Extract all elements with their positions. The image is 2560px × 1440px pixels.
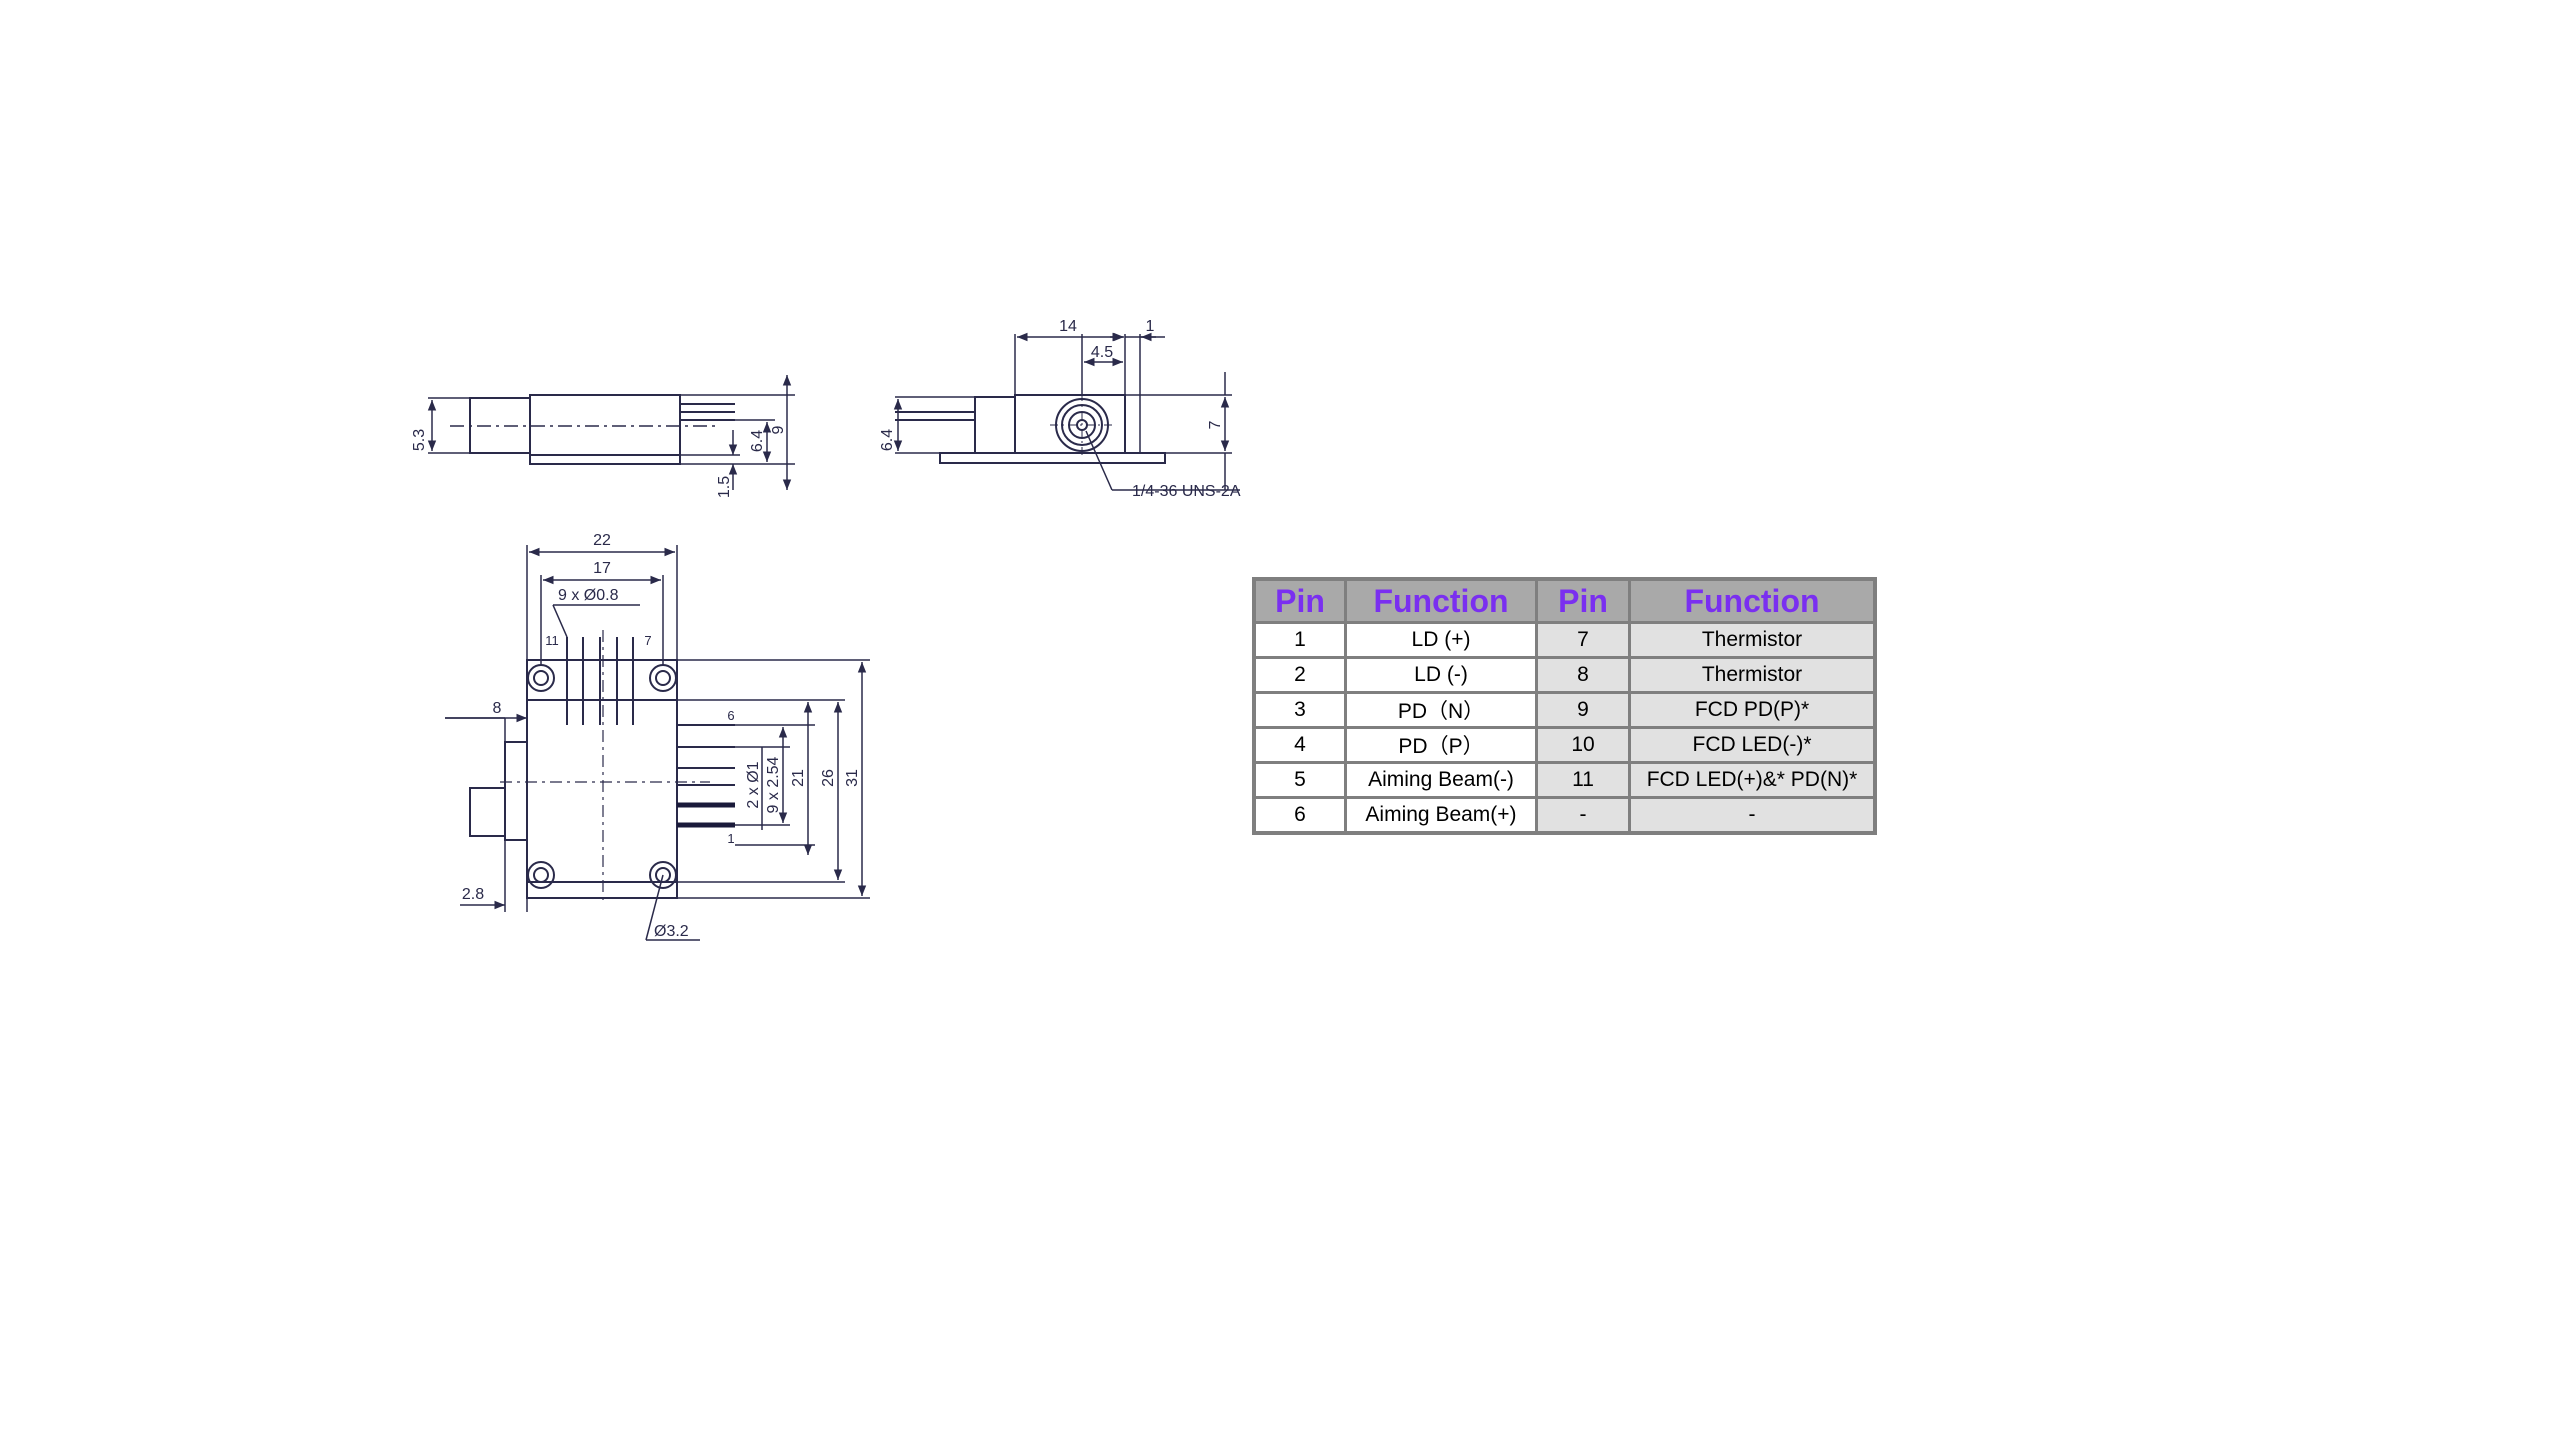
side-view <box>427 375 795 490</box>
top-pin-11: 11 <box>545 633 559 648</box>
side-dim-base: 1.5 <box>716 476 733 498</box>
pin-number: 2 <box>1252 656 1347 694</box>
pin-function: PD（P） <box>1344 726 1538 764</box>
top-pin-7: 7 <box>644 633 651 648</box>
top-dim-21: 21 <box>790 769 807 787</box>
pin-function: PD（N） <box>1344 691 1538 729</box>
pin-function: Aiming Beam(+) <box>1344 796 1538 835</box>
table-header-row: Pin Function Pin Function <box>1252 577 1877 624</box>
side-dim-height: 5.3 <box>411 429 428 451</box>
top-dim-22: 22 <box>593 532 611 549</box>
table-row: 4 PD（P） 10 FCD LED(-)* <box>1252 726 1877 764</box>
right-pin-1: 1 <box>727 831 734 846</box>
top-dim-hole: Ø3.2 <box>654 923 689 940</box>
pin-function: Aiming Beam(-) <box>1344 761 1538 799</box>
side-dim-total: 9 <box>770 425 787 434</box>
pin-number: 6 <box>1252 796 1347 835</box>
table-row: 1 LD (+) 7 Thermistor <box>1252 621 1877 659</box>
end-dim-total: 7 <box>1207 420 1224 429</box>
header-function-2: Function <box>1628 577 1877 624</box>
top-dim-8: 8 <box>493 700 502 717</box>
thread-callout: 1/4-36 UNS-2A <box>1132 483 1241 500</box>
top-dim-2-8: 2.8 <box>462 886 484 903</box>
pin-function: FCD LED(+)&* PD(N)* <box>1628 761 1877 799</box>
pin-function: FCD PD(P)* <box>1628 691 1877 729</box>
pin-function: Thermistor <box>1628 621 1877 659</box>
pin-number: 10 <box>1535 726 1631 764</box>
end-dim-flange: 1 <box>1146 318 1155 335</box>
header-function-1: Function <box>1344 577 1538 624</box>
side-dim-body: 6.4 <box>749 430 766 452</box>
top-dim-2xd1: 2 x Ø1 <box>745 761 762 808</box>
end-view <box>893 332 1240 491</box>
table-row: 5 Aiming Beam(-) 11 FCD LED(+)&* PD(N)* <box>1252 761 1877 799</box>
pin-number: 11 <box>1535 761 1631 799</box>
end-dim-width: 14 <box>1059 318 1077 335</box>
top-dim-17: 17 <box>593 560 611 577</box>
table-row: 6 Aiming Beam(+) - - <box>1252 796 1877 835</box>
top-dim-26: 26 <box>820 769 837 787</box>
pin-function-table: Pin Function Pin Function 1 LD (+) 7 The… <box>1252 577 1877 835</box>
header-pin-2: Pin <box>1535 577 1631 624</box>
pin-number: 5 <box>1252 761 1347 799</box>
right-pin-6: 6 <box>727 708 734 723</box>
pin-number: - <box>1535 796 1631 835</box>
pin-number: 1 <box>1252 621 1347 659</box>
top-dim-31: 31 <box>844 769 861 787</box>
pin-number: 3 <box>1252 691 1347 729</box>
pin-number: 9 <box>1535 691 1631 729</box>
pin-function: LD (+) <box>1344 621 1538 659</box>
header-pin-1: Pin <box>1252 577 1347 624</box>
pin-number: 4 <box>1252 726 1347 764</box>
pin-number: 7 <box>1535 621 1631 659</box>
top-dim-pin-dia: 9 x Ø0.8 <box>558 587 619 604</box>
pin-function: - <box>1628 796 1877 835</box>
pin-number: 8 <box>1535 656 1631 694</box>
top-dim-pitch: 9 x 2.54 <box>765 756 782 813</box>
table-row: 3 PD（N） 9 FCD PD(P)* <box>1252 691 1877 729</box>
table-row: 2 LD (-) 8 Thermistor <box>1252 656 1877 694</box>
top-view <box>445 545 870 941</box>
pin-function: Thermistor <box>1628 656 1877 694</box>
end-dim-offset: 4.5 <box>1091 344 1113 361</box>
end-dim-height: 6.4 <box>879 429 896 451</box>
pin-function: LD (-) <box>1344 656 1538 694</box>
pin-function: FCD LED(-)* <box>1628 726 1877 764</box>
